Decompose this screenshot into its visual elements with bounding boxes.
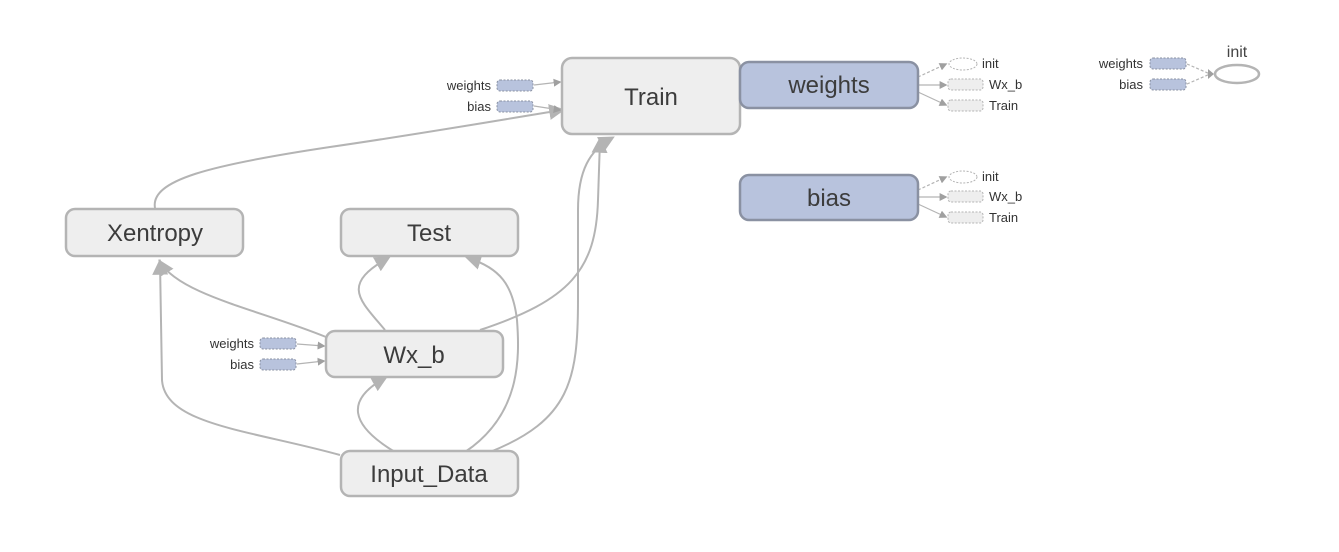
node-wxb-label: Wx_b [383,342,444,369]
node-train-label: Train [624,84,678,111]
edge-weights-train [533,78,562,87]
node-xentropy-label: Xentropy [107,220,203,247]
node-test[interactable]: Test [339,207,520,258]
edge-bias-train [533,105,562,113]
node-weights[interactable]: weights [738,60,920,110]
wxb-input-weights-box [259,337,297,350]
bias-output-train-box [947,211,984,224]
bias-output-init-ellipse [948,170,978,184]
edge-weights-init [917,63,948,78]
weights-output-train-label: Train [989,98,1018,113]
edge-bias-init [917,176,948,191]
bias-output-wxb-label: Wx_b [989,189,1022,204]
init-input-weights-box [1149,57,1187,70]
node-bias-box [738,173,920,222]
node-init[interactable]: init [1213,44,1261,85]
bias-output-init[interactable]: init [948,169,999,184]
train-input-weights-box [496,79,534,92]
node-init-ellipse [1213,63,1261,85]
bias-output-wxb-box [947,190,984,203]
edge-weights-wxb [296,341,326,350]
edge-input-xentropy [152,258,341,456]
node-xentropy-box [64,207,245,258]
bias-output-train[interactable]: Train [947,210,1018,225]
node-xentropy[interactable]: Xentropy [64,207,245,258]
node-weights-box [738,60,920,110]
wxb-input-bias[interactable]: bias [230,357,297,372]
edge-wxb-xentropy [158,259,327,338]
node-input-data-label: Input_Data [370,461,488,488]
train-input-weights[interactable]: weights [446,78,534,93]
bias-output-train-label: Train [989,210,1018,225]
init-input-bias[interactable]: bias [1119,77,1187,92]
weights-output-train-box [947,99,984,112]
weights-output-wxb-box [947,78,984,91]
edge-input-train [489,136,615,453]
edge-init-bias [1186,73,1211,85]
node-test-box [339,207,520,258]
wxb-input-weights-label: weights [209,336,255,351]
weights-output-train[interactable]: Train [947,98,1018,113]
bias-output-wxb[interactable]: Wx_b [947,189,1022,204]
edge-bias-wxb [296,357,326,366]
edge-init-weights [1186,63,1211,75]
node-wxb-box [324,329,505,379]
edge-bias-train-out [917,203,948,218]
edge-weights-train-out [917,91,948,106]
init-input-bias-box [1149,78,1187,91]
edge-wxb-train [479,136,608,331]
edge-input-test [464,254,519,453]
init-input-weights[interactable]: weights [1098,56,1187,71]
init-input-bias-label: bias [1119,77,1143,92]
init-input-arrowhead [1208,69,1214,79]
node-bias-label: bias [807,185,851,212]
train-input-bias[interactable]: bias [467,99,534,114]
node-input-data[interactable]: Input_Data [339,449,520,498]
node-init-label: init [1227,44,1248,61]
wxb-input-weights[interactable]: weights [209,336,297,351]
init-input-weights-label: weights [1098,56,1144,71]
edge-xentropy-train [153,104,566,209]
wxb-input-bias-box [259,358,297,371]
node-input-data-box [339,449,520,498]
weights-output-init-ellipse [948,57,978,71]
edge-wxb-test [357,256,391,331]
weights-output-wxb-label: Wx_b [989,77,1022,92]
node-train[interactable]: Train [560,56,742,136]
train-input-weights-label: weights [446,78,492,93]
node-test-label: Test [407,220,451,247]
edge-input-wxb [357,376,396,453]
train-input-bias-label: bias [467,99,491,114]
train-input-bias-box [496,100,534,113]
weights-output-init[interactable]: init [948,56,999,71]
weights-output-init-label: init [982,56,999,71]
node-wxb[interactable]: Wx_b [324,329,505,379]
bias-output-init-label: init [982,169,999,184]
node-bias[interactable]: bias [738,173,920,222]
wxb-input-bias-label: bias [230,357,254,372]
node-weights-label: weights [787,72,869,99]
weights-output-wxb[interactable]: Wx_b [947,77,1022,92]
